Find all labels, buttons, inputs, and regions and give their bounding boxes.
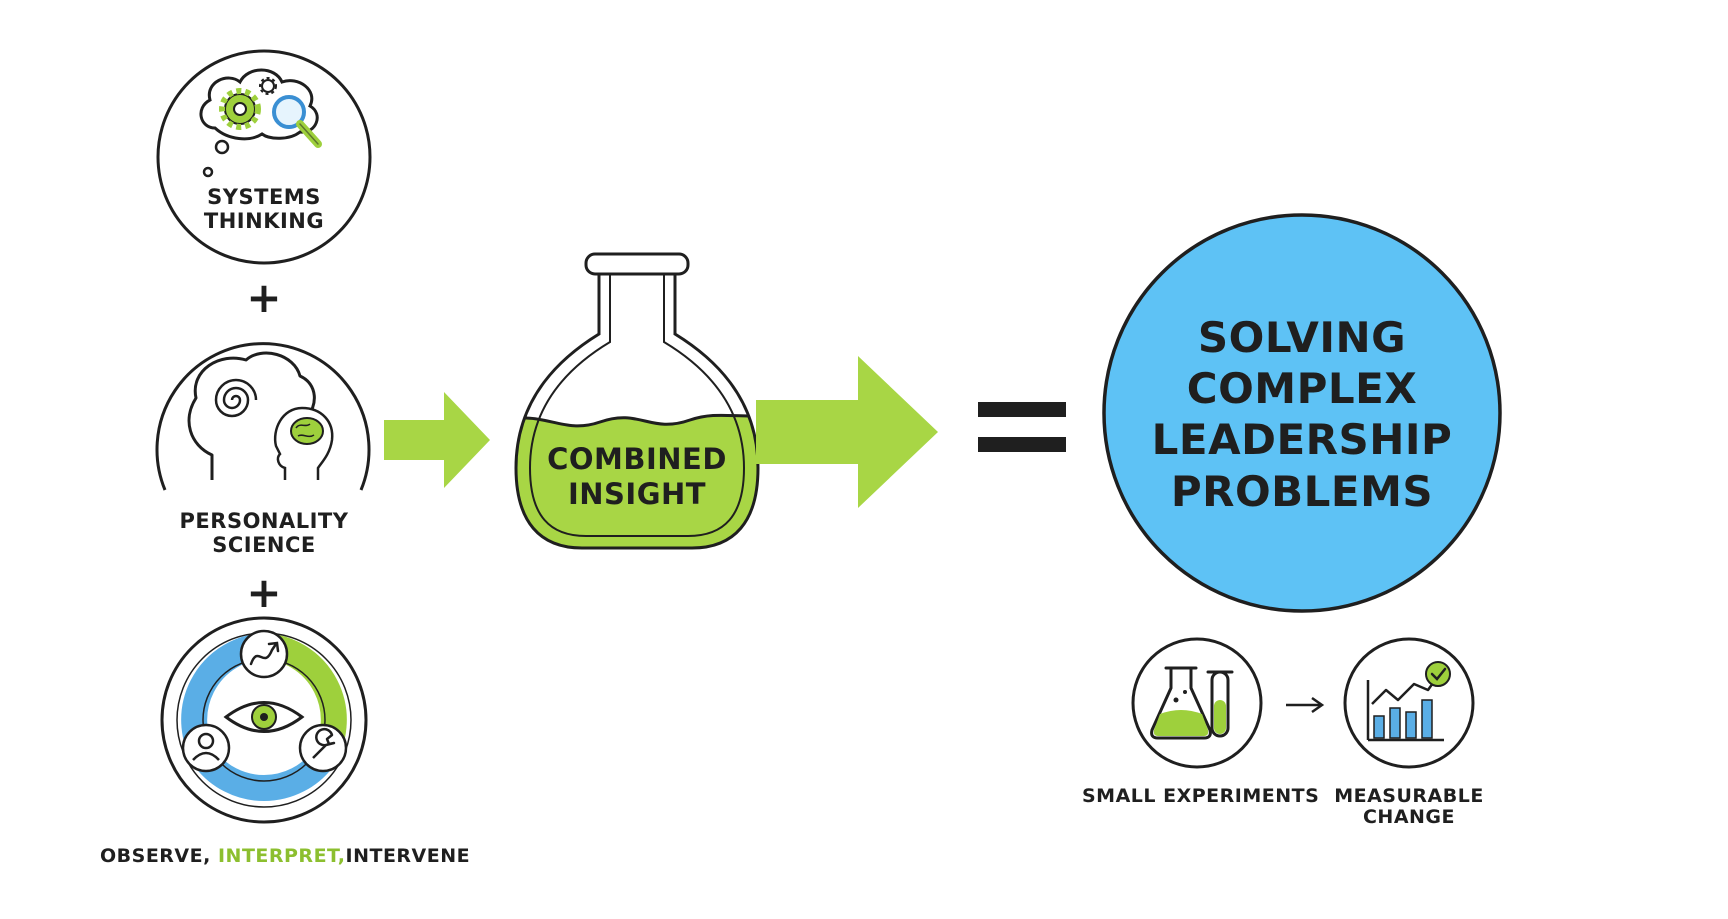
combined-insight-label: COMBINED INSIGHT xyxy=(537,442,737,512)
head-profile-spiral-brain-icon xyxy=(187,351,334,480)
caption-observe: OBSERVE, xyxy=(100,845,211,867)
systems-thinking-node xyxy=(156,49,372,265)
flask-outline-inner xyxy=(528,272,746,537)
caption-intervene: INTERVENE xyxy=(345,845,471,867)
plus-operator-2: + xyxy=(246,568,281,617)
arrow-to-flask xyxy=(384,392,490,488)
arrow-to-equals xyxy=(756,356,938,508)
equals-sign xyxy=(978,402,1066,452)
measurable-change-label: MEASURABLE CHANGE xyxy=(1324,785,1494,829)
systems-thinking-label: SYSTEMS THINKING xyxy=(184,185,344,233)
result-label: SOLVING COMPLEX LEADERSHIP PROBLEMS xyxy=(1122,312,1482,517)
thought-cloud-gears-magnifier-icon xyxy=(199,68,322,178)
label-line: CHANGE xyxy=(1362,806,1456,829)
cycle-node xyxy=(160,616,368,824)
label-line: SCIENCE xyxy=(212,532,316,557)
bar-chart-checkmark-icon xyxy=(1366,661,1451,742)
label-line: SOLVING xyxy=(1197,313,1407,362)
personality-science-node xyxy=(155,342,371,491)
flask-rim xyxy=(584,252,690,276)
label-line: PERSONALITY xyxy=(179,509,349,533)
person-icon xyxy=(181,723,231,773)
label-line: THINKING xyxy=(203,208,325,233)
beaker-test-tube-icon xyxy=(1150,666,1234,740)
green-gear-icon xyxy=(219,88,261,130)
label-line: COMPLEX xyxy=(1186,364,1418,414)
flask-outline-outer xyxy=(514,272,760,550)
label-line: PROBLEMS xyxy=(1170,466,1434,516)
plus-operator-1: + xyxy=(246,273,281,322)
personality-science-label: PERSONALITY SCIENCE xyxy=(164,509,364,557)
small-experiments-label: SMALL EXPERIMENTS xyxy=(1082,785,1320,807)
small-gear-icon xyxy=(259,77,277,95)
step-arrow xyxy=(1286,696,1325,714)
magnifier-icon xyxy=(272,95,322,148)
cycle-caption: OBSERVE, INTERPRET,INTERVENE xyxy=(100,845,470,867)
interpret-curve-icon xyxy=(239,629,289,679)
wrench-icon xyxy=(298,723,348,773)
measurable-change-node xyxy=(1343,637,1475,769)
observe-interpret-intervene-cycle-icon xyxy=(176,629,352,808)
label-line: COMBINED xyxy=(547,442,727,476)
label-line: SYSTEMS xyxy=(207,185,321,209)
result-circle xyxy=(1102,213,1502,613)
label-line: SMALL EXPERIMENTS xyxy=(1082,785,1320,807)
flask-icon xyxy=(514,252,760,550)
label-line: INSIGHT xyxy=(567,476,707,511)
eye-icon xyxy=(223,701,305,733)
label-line: MEASURABLE xyxy=(1334,785,1484,807)
personality-science-arc xyxy=(155,342,371,491)
caption-interpret: INTERPRET, xyxy=(217,845,346,867)
label-line: LEADERSHIP xyxy=(1151,415,1453,465)
small-experiments-node xyxy=(1131,637,1263,769)
